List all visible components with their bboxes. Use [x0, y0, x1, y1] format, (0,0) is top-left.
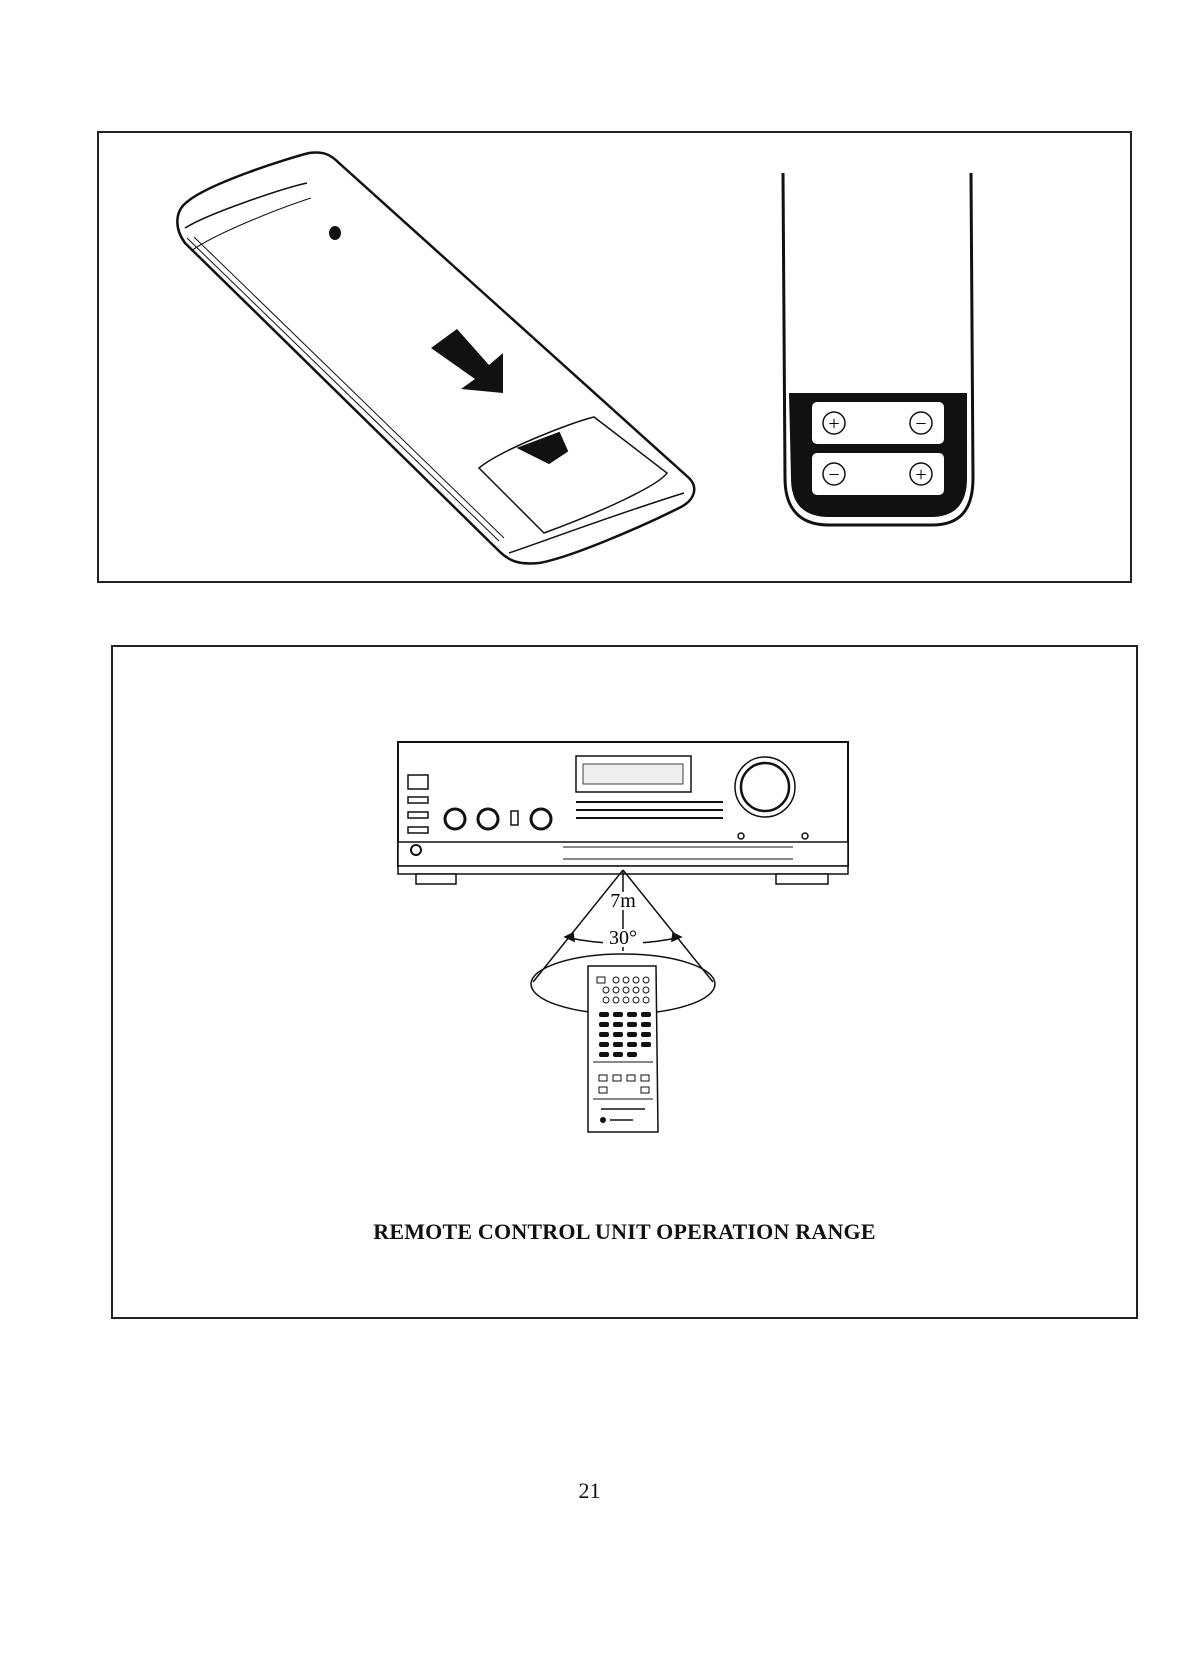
figure-caption: REMOTE CONTROL UNIT OPERATION RANGE [113, 1219, 1136, 1245]
angle-label: 30° [609, 927, 637, 949]
distance-label: 7m [610, 890, 636, 912]
battery-installation-figure: + − − + [99, 133, 1130, 581]
remote-control-illustration [588, 966, 658, 1132]
page-number: 21 [0, 1478, 1179, 1504]
polarity-label: − [915, 413, 926, 435]
polarity-label: − [828, 464, 839, 486]
remote-cover-removal-illustration [177, 152, 694, 563]
polarity-label: + [828, 413, 839, 435]
operation-range-panel: 7m 30° [111, 645, 1138, 1319]
receiver-illustration [398, 742, 848, 884]
battery-compartment-illustration: + − − + [783, 173, 973, 525]
operation-range-figure: 7m 30° [113, 647, 1136, 1207]
polarity-label: + [915, 464, 926, 486]
battery-installation-panel: + − − + [97, 131, 1132, 583]
